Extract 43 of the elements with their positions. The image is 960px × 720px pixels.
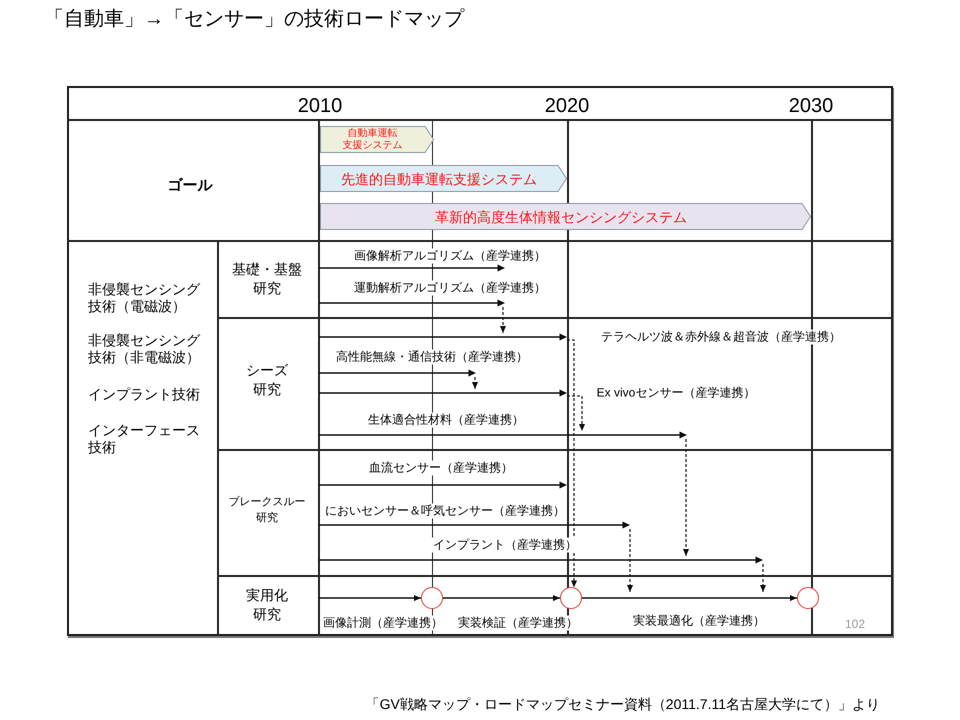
arrow [319, 594, 421, 602]
row-header: 基礎・基盤研究 [231, 260, 303, 298]
arrow [582, 594, 797, 602]
goal-banner [320, 126, 434, 153]
timeline-bar [319, 299, 505, 307]
goal-banner [320, 165, 567, 192]
year-label: 2030 [788, 94, 834, 118]
technology-label: インターフェース技術 [88, 422, 201, 456]
page-number: 102 [844, 617, 866, 631]
dashed-arrow [567, 395, 586, 431]
year-label: 2020 [544, 94, 590, 118]
dashed-arrow [500, 307, 506, 333]
technology-label: インプラント技術 [88, 386, 201, 403]
timeline-bar [319, 481, 567, 489]
row-header: ゴール [166, 176, 214, 196]
row-header: 実用化研究 [245, 586, 289, 624]
dashed-arrow [626, 529, 634, 592]
year-label: 2010 [298, 94, 342, 118]
goal-text: 革新的高度生体情報センシングシステム [435, 208, 687, 224]
timeline-bar [319, 333, 567, 341]
milestone-circle [421, 587, 443, 609]
timeline-bar [319, 521, 630, 529]
timeline-bar [319, 264, 505, 272]
dashed-arrow [567, 339, 578, 588]
goal-text: 自動車運転支援システム [342, 128, 402, 152]
timeline-bar [319, 369, 476, 377]
arrow [443, 594, 560, 602]
goal-text: 先進的自動車運転支援システム [341, 170, 537, 186]
timeline-bar [319, 556, 763, 564]
technology-label: 非侵襲センシング技術（電磁波） [88, 281, 202, 315]
diagram-title: 「自動車」→「センサー」の技術ロードマップ [44, 7, 464, 32]
row-header: シーズ研究 [245, 361, 289, 399]
timeline-bar [319, 389, 567, 397]
goal-banner [320, 203, 811, 230]
dashed-arrow [760, 564, 766, 592]
source-caption: 「GV戦略マップ・ロードマップセミナー資料（2011.7.11名古屋大学にて）」より [366, 695, 880, 714]
dashed-arrow [682, 439, 690, 556]
row-header: ブレークスルー研究 [228, 494, 306, 526]
timeline-bar [319, 431, 687, 439]
technology-label: 非侵襲センシング技術（非電磁波） [88, 332, 202, 366]
milestone-circle [560, 587, 582, 609]
dashed-arrow [472, 377, 478, 389]
milestone-circle [797, 587, 819, 609]
